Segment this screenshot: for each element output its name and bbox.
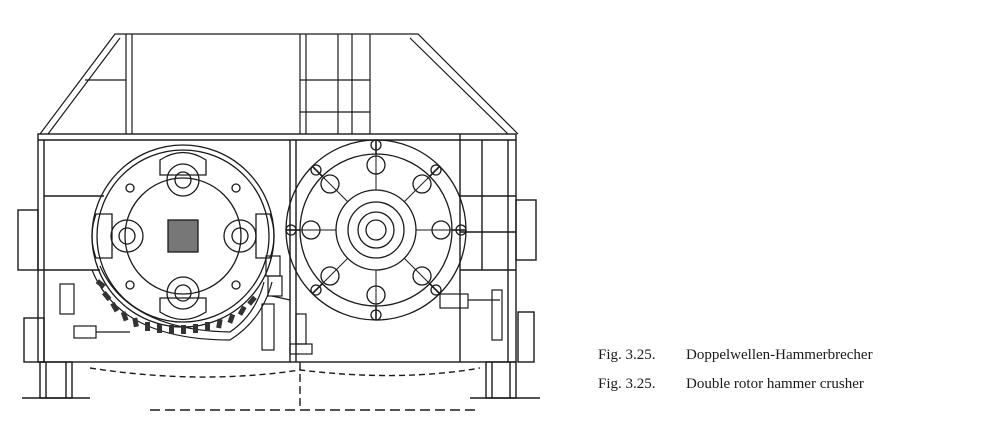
- crusher-drawing: [17, 33, 540, 411]
- hopper: [39, 33, 519, 135]
- figure-number: Fig. 3.25.: [598, 376, 656, 392]
- figure-number: Fig. 3.25.: [598, 347, 656, 363]
- crusher-drawing-svg: [17, 33, 540, 411]
- left-rotor: [91, 144, 275, 328]
- housing: [17, 133, 540, 411]
- caption-text: Doppelwellen-Hammerbrecher: [686, 347, 873, 363]
- grate-bars: [59, 265, 275, 351]
- caption-block: Fig. 3.25. Doppelwellen-Hammerbrecher Fig…: [598, 346, 978, 404]
- caption-german: Fig. 3.25. Doppelwellen-Hammerbrecher: [598, 346, 978, 364]
- right-rotor: [285, 139, 467, 321]
- caption-text: Double rotor hammer crusher: [686, 376, 864, 392]
- caption-english: Fig. 3.25. Double rotor hammer crusher: [598, 375, 978, 393]
- drive-components: [265, 255, 503, 355]
